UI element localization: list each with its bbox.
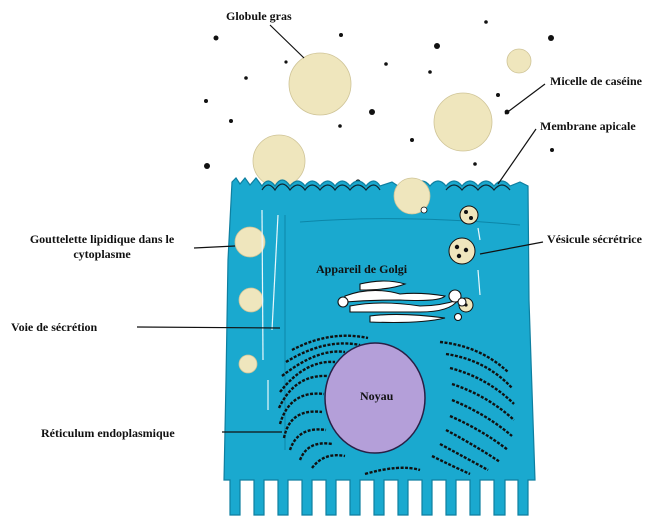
label-apical-membrane: Membrane apicale <box>540 119 636 134</box>
label-er: Réticulum endoplasmique <box>41 426 175 441</box>
label-fat-globule: Globule gras <box>226 9 292 24</box>
label-nucleus: Noyau <box>360 389 393 404</box>
label-lipid-droplet: Gouttelette lipidique dans le cytoplasme <box>8 232 196 262</box>
label-secretory-vesicle: Vésicule sécrétrice <box>547 232 642 247</box>
fat-globules <box>253 49 531 187</box>
label-secretion-pathway: Voie de sécrétion <box>11 320 97 335</box>
label-golgi: Appareil de Golgi <box>316 262 407 277</box>
label-casein-micelle: Micelle de caséine <box>550 74 642 89</box>
